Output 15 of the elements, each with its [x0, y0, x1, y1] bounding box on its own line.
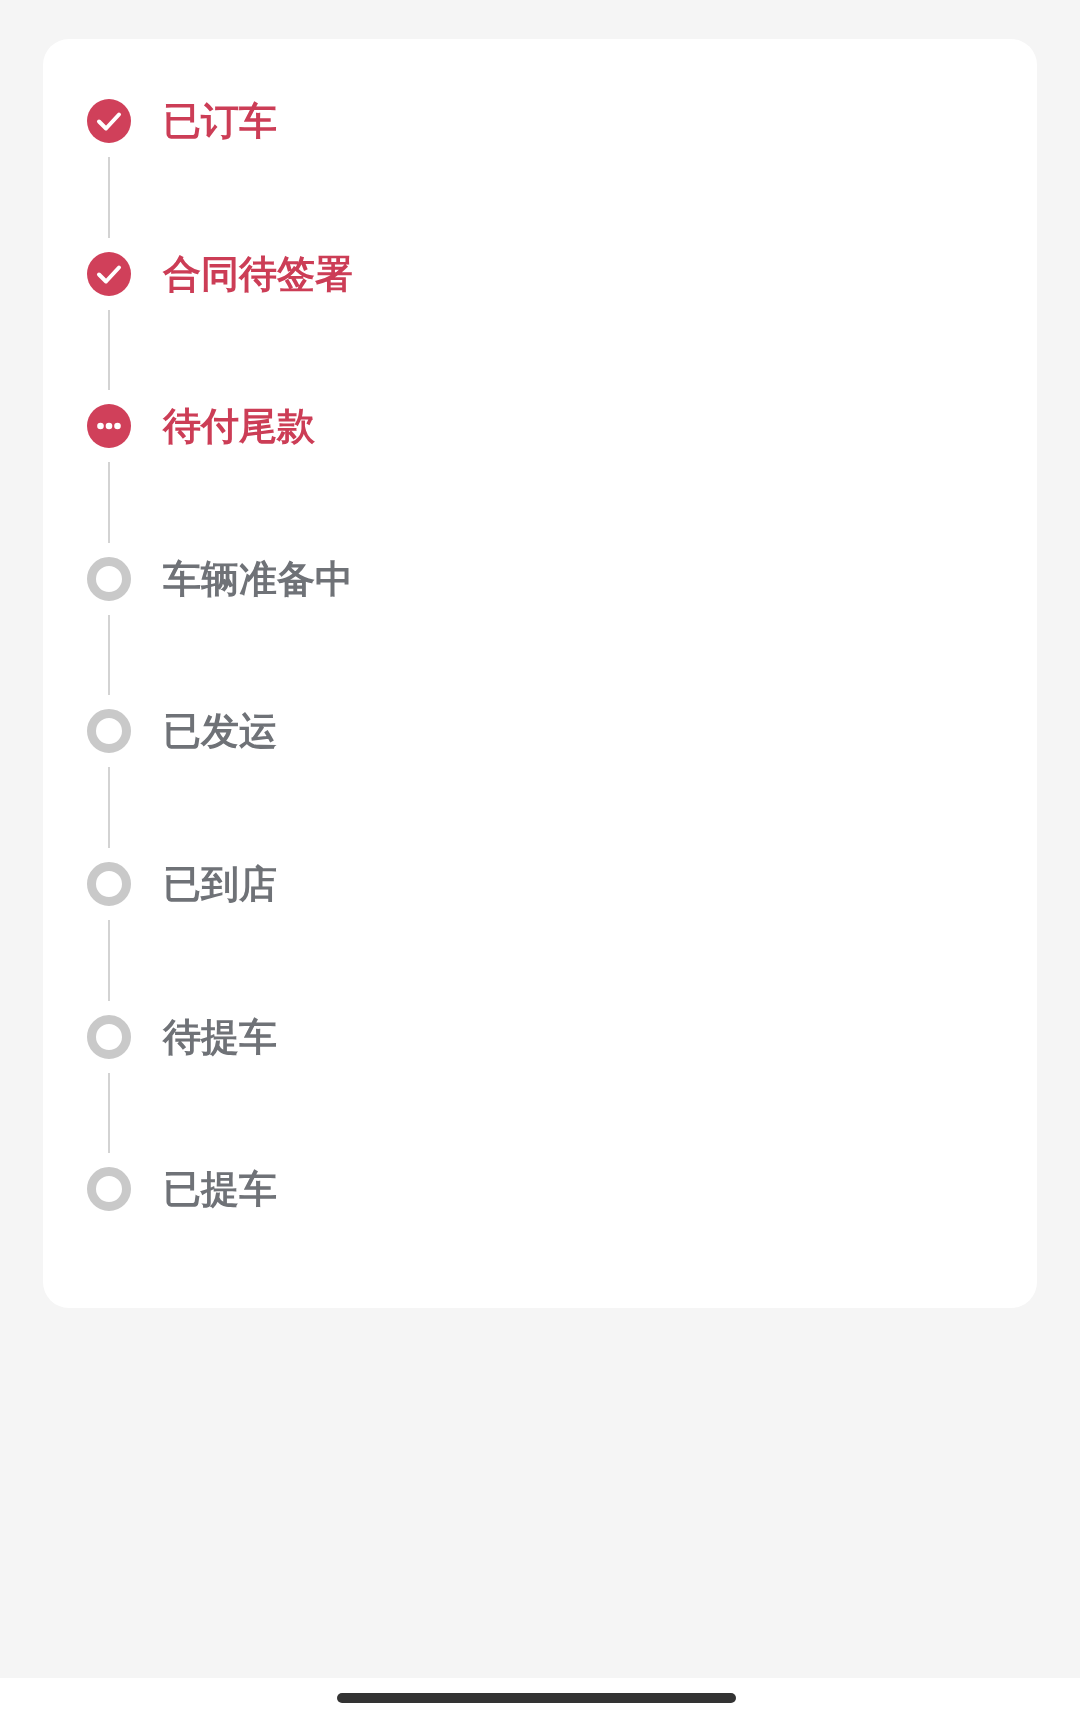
step-label: 已到店	[163, 862, 277, 906]
step-label: 合同待签署	[163, 251, 353, 296]
step-label: 已提车	[163, 1167, 277, 1212]
step-label: 车辆准备中	[163, 556, 353, 601]
step-label: 待付尾款	[163, 404, 315, 449]
connector-line	[108, 766, 110, 849]
connector-line	[108, 309, 110, 391]
connector-line	[108, 919, 110, 1002]
step-label: 已发运	[163, 709, 277, 754]
step-label: 已订车	[163, 99, 277, 143]
connector-line	[108, 156, 110, 239]
connector-line	[108, 614, 110, 696]
connector-line	[108, 1072, 110, 1154]
step-label: 待提车	[163, 1014, 277, 1059]
connector-line	[108, 461, 110, 544]
